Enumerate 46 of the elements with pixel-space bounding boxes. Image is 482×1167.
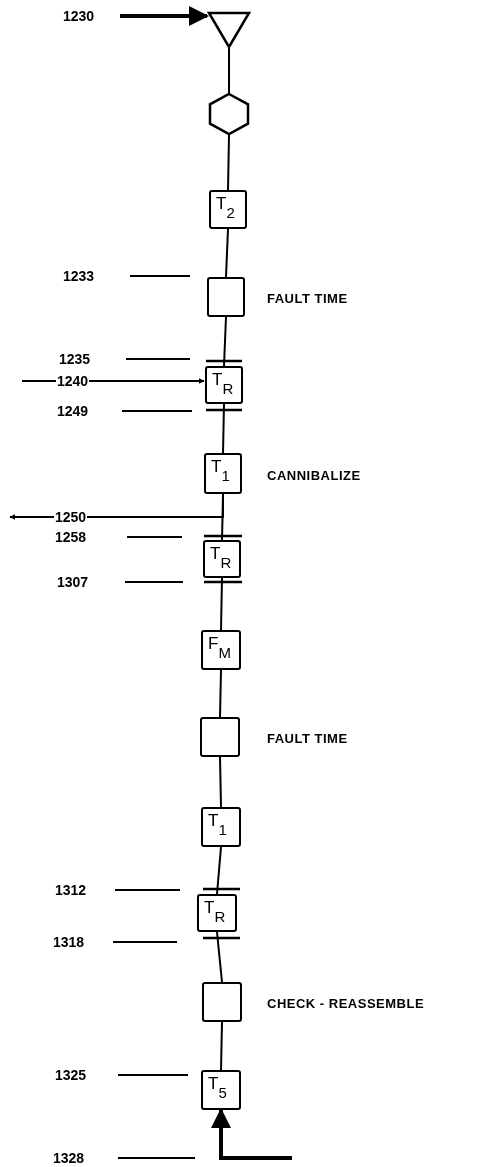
- step-symbol-label: T$_{R}$: [204, 899, 226, 924]
- triangle-symbol: [208, 12, 250, 48]
- step-symbol-label: T$_{R}$: [212, 371, 234, 396]
- process-box: [197, 894, 237, 932]
- step-symbol-label: T$_{R}$: [210, 545, 232, 570]
- connector-line: [225, 228, 229, 278]
- process-box: [205, 366, 243, 404]
- process-box: [203, 540, 241, 578]
- time-label: 1250: [54, 509, 88, 525]
- time-label: 1328: [52, 1150, 86, 1166]
- connector-line: [228, 47, 230, 94]
- connector-line: [219, 669, 222, 718]
- step-caption: FAULT TIME: [267, 291, 348, 306]
- connector-line: [216, 931, 223, 983]
- step-symbol-label: T$_{1}$: [211, 458, 230, 483]
- time-label: 1312: [54, 882, 88, 898]
- step-symbol-label: F$_{M}$: [208, 635, 231, 660]
- arrow: [120, 6, 209, 26]
- time-label: 1325: [54, 1067, 88, 1083]
- connector-line: [216, 846, 222, 895]
- time-label: 1249: [56, 403, 90, 419]
- connector-line: [220, 1021, 223, 1071]
- time-label: 1233: [62, 268, 96, 284]
- process-box: [209, 190, 247, 229]
- connector-line: [223, 316, 227, 367]
- time-label: 1240: [56, 373, 90, 389]
- step-symbol-label: T$_{5}$: [208, 1075, 227, 1100]
- step-caption: CANNIBALIZE: [267, 467, 361, 483]
- time-label: 1307: [56, 574, 90, 590]
- step-symbol-label: T$_{2}$: [216, 195, 235, 220]
- arrow: [211, 1108, 292, 1160]
- hexagon-symbol: [209, 93, 249, 135]
- connector-line: [219, 756, 222, 808]
- time-label: 1235: [58, 351, 92, 367]
- step-caption: FAULT TIME: [267, 731, 348, 746]
- connector-line: [227, 134, 230, 191]
- connector-line: [220, 577, 223, 631]
- step-symbol-label: T$_{1}$: [208, 812, 227, 837]
- process-box: [201, 1070, 241, 1110]
- process-box: [201, 807, 241, 847]
- time-label: 1318: [52, 934, 86, 950]
- time-label: 1230: [62, 8, 96, 24]
- time-label: 1258: [54, 529, 88, 545]
- connector-line: [222, 403, 225, 454]
- process-box: [201, 630, 241, 670]
- step-caption: CHECK - REASSEMBLE: [267, 996, 425, 1011]
